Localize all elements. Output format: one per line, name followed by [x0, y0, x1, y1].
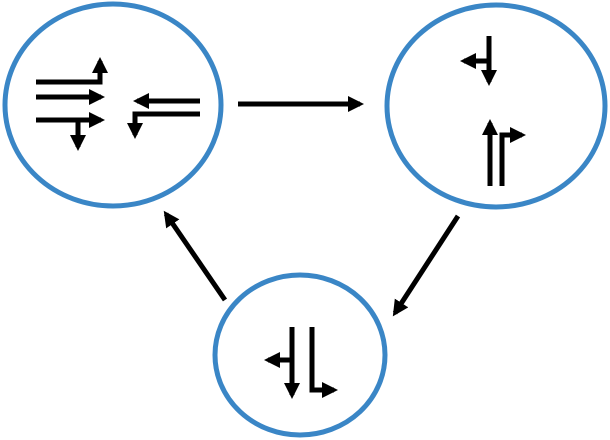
phase-2-movement-arrows [460, 36, 526, 186]
phase-3-movement-arrows [264, 327, 338, 399]
sb-left-turn-arrow-icon [309, 327, 338, 398]
eb-left-turn-arrow-icon [36, 57, 108, 85]
phase-2 [384, 2, 608, 210]
phase-1-circle [2, 1, 224, 209]
nb-right-turn-arrow-icon [499, 126, 526, 186]
phase-2-circle [384, 2, 608, 210]
cycle-arrows [163, 95, 461, 317]
phase-3-circle [212, 272, 388, 438]
phase-3 [212, 272, 388, 438]
phase-1-movement-arrows [36, 57, 200, 151]
cycle-arrow-phase2-to-phase3 [392, 214, 461, 317]
cycle-arrow-phase3-to-phase1 [163, 210, 228, 302]
phase-1 [2, 1, 224, 209]
wb-left-turn-arrow-icon [127, 111, 200, 139]
